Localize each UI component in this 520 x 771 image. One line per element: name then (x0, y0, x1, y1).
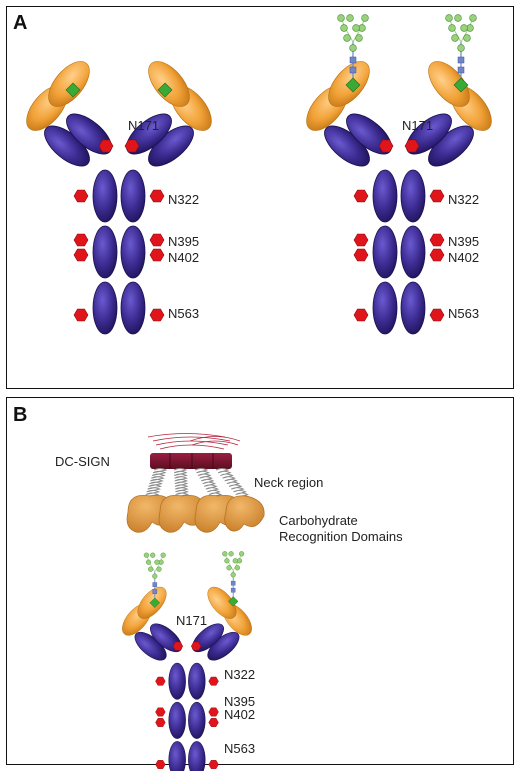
glycan-icon (221, 550, 245, 600)
label-n322: N322 (448, 192, 480, 207)
igg-right-glycans (299, 13, 499, 334)
label-n402-b: N402 (224, 707, 256, 722)
neck-coil (215, 468, 253, 501)
label-n563: N563 (168, 306, 200, 321)
neck-coil (194, 468, 225, 501)
label-n563: N563 (448, 306, 480, 321)
neck-coil (173, 468, 190, 501)
dcsign-tetramer (126, 433, 265, 533)
label-n395: N395 (168, 234, 200, 249)
label-neck-region: Neck region (254, 475, 324, 490)
label-n171: N171 (402, 118, 434, 133)
neck-coil (143, 468, 168, 501)
label-n322-b: N322 (224, 667, 256, 682)
panel-letter-b: B (13, 404, 28, 426)
label-n395-b: N395 (224, 694, 256, 709)
label-n171-b: N171 (176, 613, 208, 628)
igg-panel-b (117, 550, 257, 771)
label-crd-line1: Carbohydrate (279, 513, 358, 528)
label-n322: N322 (168, 192, 200, 207)
label-n402: N402 (448, 250, 480, 265)
label-n171: N171 (128, 118, 160, 133)
label-dcsign: DC-SIGN (55, 454, 110, 469)
label-n402: N402 (168, 250, 200, 265)
panel-b (6, 397, 514, 765)
label-n395: N395 (448, 234, 480, 249)
label-crd-line2: Recognition Domains (279, 529, 403, 544)
panel-letter-a: A (13, 12, 28, 34)
label-n563-b: N563 (224, 741, 256, 756)
